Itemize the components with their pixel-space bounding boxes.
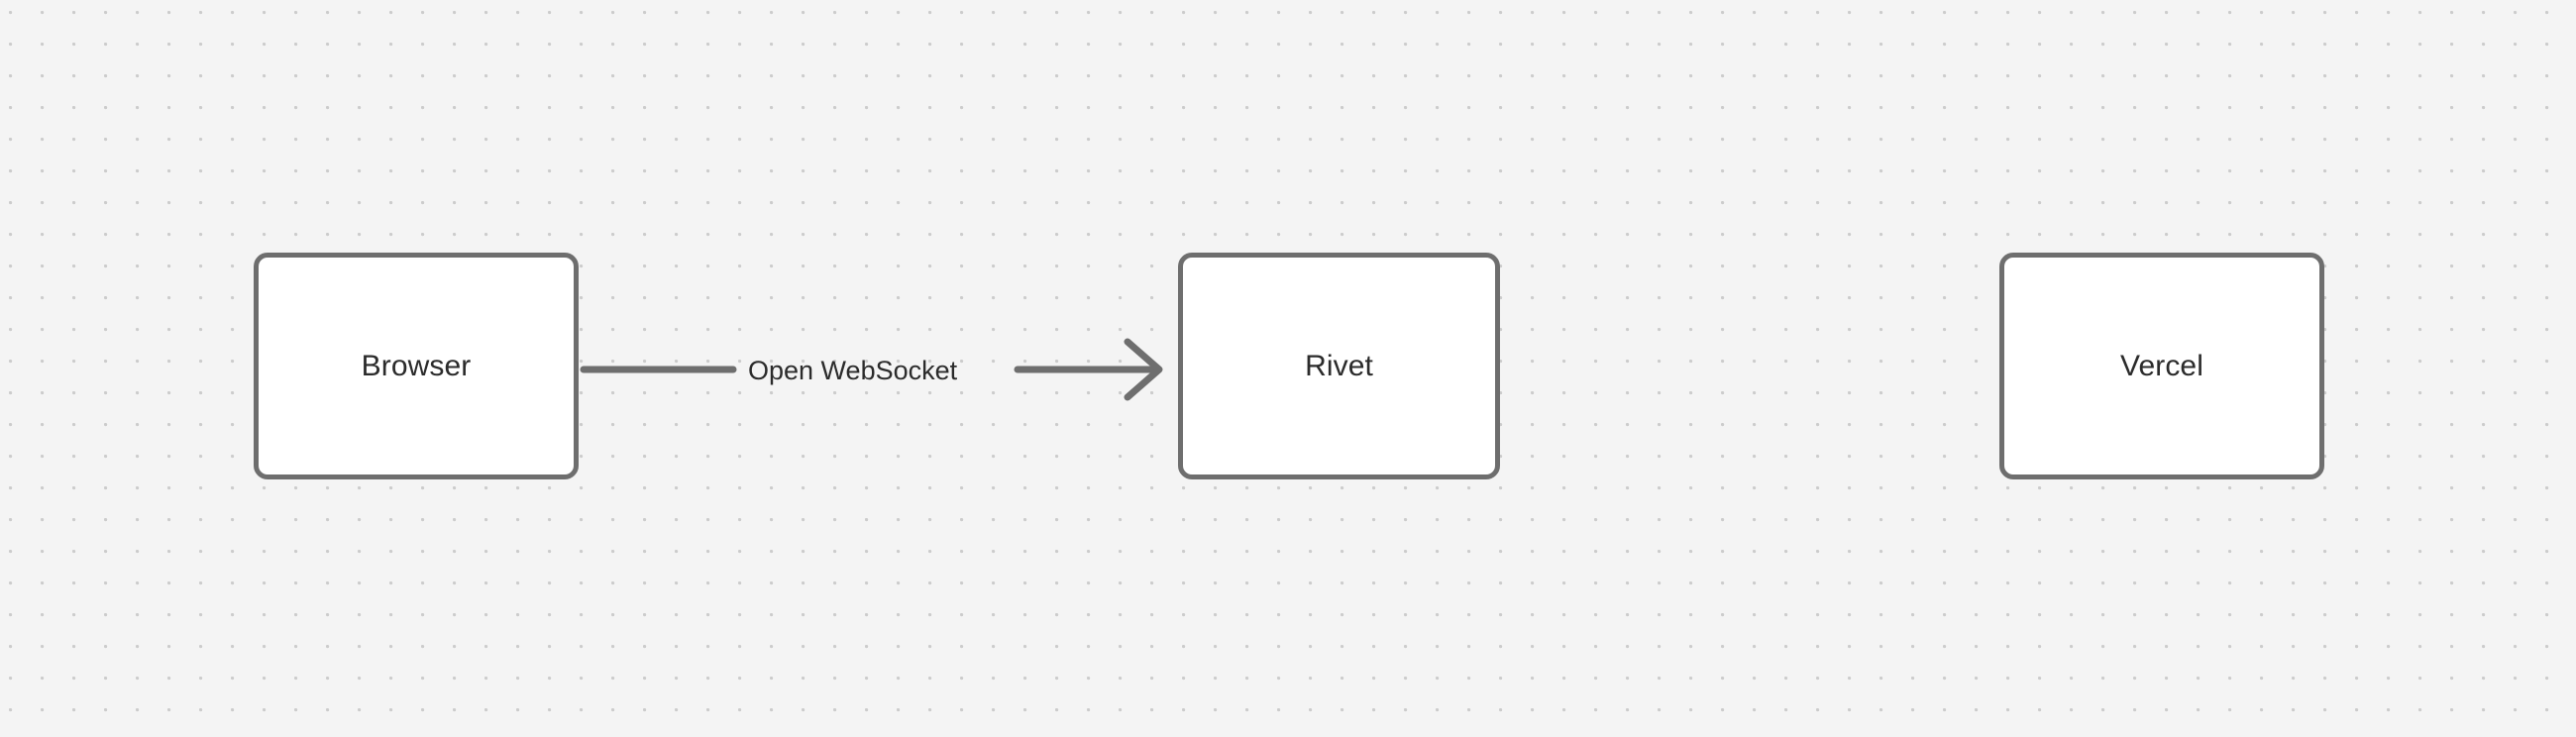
node-vercel-label: Vercel bbox=[2120, 349, 2203, 382]
node-browser-label: Browser bbox=[361, 349, 472, 382]
node-rivet[interactable]: Rivet bbox=[1178, 253, 1500, 479]
arrowhead-icon bbox=[1124, 338, 1163, 401]
edge-label-text: Open WebSocket bbox=[748, 355, 958, 385]
edge-label-open-websocket: Open WebSocket bbox=[748, 354, 957, 387]
node-rivet-label: Rivet bbox=[1305, 349, 1373, 382]
node-browser[interactable]: Browser bbox=[254, 253, 579, 479]
node-vercel[interactable]: Vercel bbox=[1999, 253, 2324, 479]
